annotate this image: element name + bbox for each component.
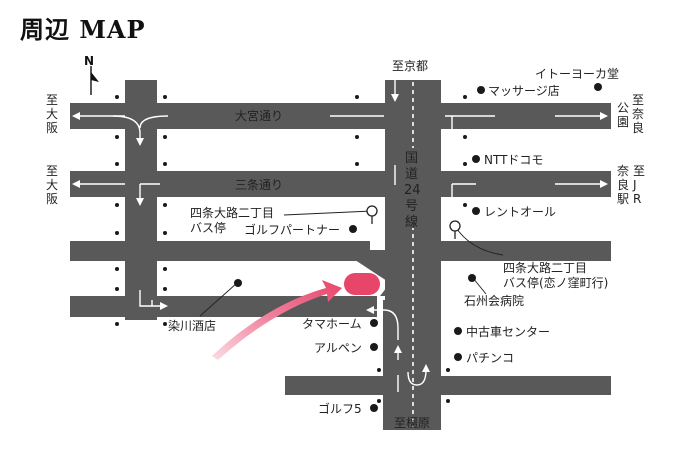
road-somekawa — [70, 296, 377, 317]
road-sanjo — [70, 171, 611, 197]
road-omiya-label: 大宮通り — [235, 108, 283, 123]
used-car-dot-icon — [454, 327, 462, 335]
right-destination-1: 公 園 至 奈 良 — [617, 93, 644, 135]
approach-arrow-icon — [212, 280, 342, 360]
svg-text:道: 道 — [405, 167, 418, 182]
alpen-label: アルペン — [314, 341, 362, 355]
road-south-branch — [383, 300, 404, 430]
top-destination-label: 至京都 — [392, 59, 428, 73]
ito-yokado-dot-icon — [594, 83, 602, 91]
bus-west-label-1: 四条大路二丁目 — [190, 205, 274, 220]
svg-text:24: 24 — [404, 183, 421, 198]
right-destination-2: 奈 良 駅 至 J R — [617, 164, 645, 206]
destination-marker-icon[interactable] — [344, 273, 380, 295]
pachinko-label: パチンコ — [466, 351, 514, 365]
svg-text:奈: 奈 — [617, 164, 629, 178]
svg-text:阪: 阪 — [46, 192, 58, 206]
bus-stop-east-icon — [449, 220, 461, 239]
left-destination-2: 至 大 阪 — [46, 164, 58, 206]
hospital-label: 石州会病院 — [464, 293, 524, 308]
svg-text:線: 線 — [405, 214, 418, 230]
rent-all-dot-icon — [472, 207, 480, 215]
golf-partner-dot-icon — [349, 225, 357, 233]
svg-text:R: R — [633, 192, 641, 206]
massage-label: マッサージ店 — [488, 84, 560, 98]
somekawa-dot-icon — [234, 279, 242, 287]
tama-home-dot-icon — [370, 319, 378, 327]
massage-dot-icon — [477, 86, 485, 94]
bottom-destination-label: 至橿原 — [394, 416, 430, 430]
used-car-label: 中古車センター — [466, 324, 550, 339]
road-corner-dots — [115, 95, 467, 403]
road-sanjo-label: 三条通り — [235, 178, 283, 192]
bus-stop-west-icon — [366, 205, 378, 224]
svg-text:至: 至 — [633, 164, 645, 178]
leader-bus-west — [283, 210, 373, 216]
golf5-label: ゴルフ5 — [318, 401, 362, 416]
golf5-dot-icon — [370, 404, 378, 412]
one-way-arrows — [72, 80, 608, 392]
north-label: N — [84, 54, 94, 68]
ntt-dot-icon — [472, 155, 480, 163]
svg-text:阪: 阪 — [46, 121, 58, 135]
bus-east-label-1: 四条大路二丁目 — [503, 260, 587, 275]
svg-text:至: 至 — [632, 93, 644, 107]
page-title: 周辺 MAP — [20, 15, 146, 44]
svg-text:至: 至 — [46, 93, 58, 107]
rent-all-label: レントオール — [484, 205, 556, 219]
hospital-dot-icon — [468, 274, 476, 282]
leader-somekawa — [199, 282, 238, 317]
landmark-dots — [234, 83, 602, 412]
road-minor-east — [440, 241, 611, 261]
road-minor-west — [70, 241, 370, 261]
bus-west-label-2: バス停 — [190, 220, 226, 235]
north-arrow-icon — [90, 66, 99, 95]
left-destination-1: 至 大 阪 — [46, 93, 58, 135]
tama-home-label: タマホーム — [302, 317, 362, 331]
ito-yokado-label: イトーヨーカ堂 — [535, 67, 619, 81]
junction-area — [340, 250, 440, 320]
pachinko-dot-icon — [454, 353, 462, 361]
svg-text:国: 国 — [405, 151, 418, 166]
route-24-label: 国 道 24 号 線 — [401, 148, 425, 230]
somekawa-label: 染川酒店 — [168, 318, 216, 333]
svg-text:園: 園 — [617, 115, 629, 129]
bus-east-label-2: バス停(恋ノ窪町行) — [503, 275, 608, 290]
svg-text:J: J — [632, 178, 637, 192]
svg-text:至: 至 — [46, 164, 58, 178]
svg-text:号: 号 — [405, 199, 418, 214]
ntt-label: NTTドコモ — [484, 153, 543, 167]
svg-text:大: 大 — [46, 178, 58, 192]
road-south — [285, 376, 611, 395]
svg-text:大: 大 — [46, 107, 58, 121]
leader-hospital — [472, 277, 487, 295]
golf-partner-label: ゴルフパートナー — [244, 222, 340, 237]
svg-text:公: 公 — [617, 101, 629, 115]
alpen-dot-icon — [370, 343, 378, 351]
svg-text:駅: 駅 — [617, 192, 629, 206]
svg-text:良: 良 — [632, 120, 644, 135]
svg-text:良: 良 — [617, 177, 629, 192]
svg-text:奈: 奈 — [632, 107, 644, 121]
